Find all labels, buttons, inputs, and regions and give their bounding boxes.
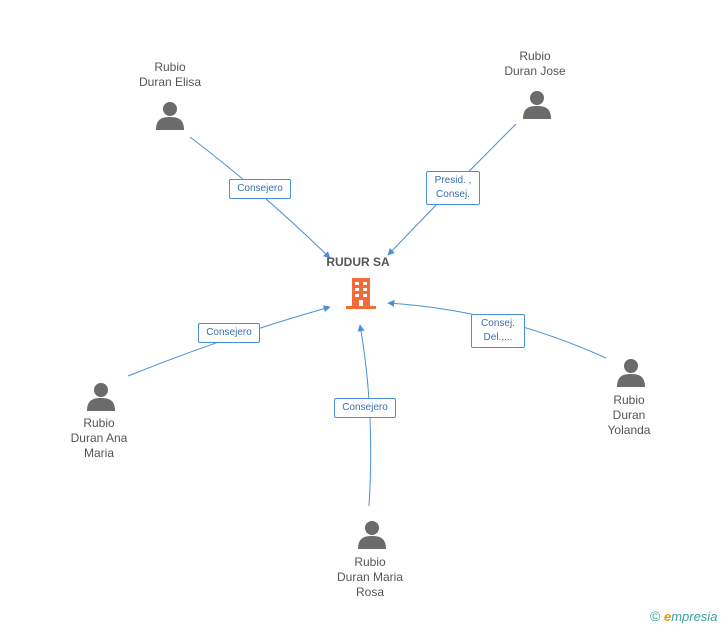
person-name-line: Yolanda	[607, 423, 651, 437]
edge-label-line: Del.,...	[483, 332, 513, 343]
person-name-line: Rubio	[83, 416, 115, 430]
person-name-line: Rubio	[613, 393, 645, 407]
edge-label-yolanda[interactable]: Consej. Del.,...	[471, 314, 525, 348]
person-name-line: Duran Ana	[70, 431, 128, 445]
edge-label-line: Consejero	[342, 402, 388, 413]
edge-label-jose[interactable]: Presid. , Consej.	[426, 171, 480, 205]
edge-label-line: Consejero	[206, 327, 252, 338]
person-name-jose[interactable]: Rubio Duran Jose	[465, 49, 605, 79]
edge-label-line: Presid. ,	[434, 175, 472, 186]
person-name-line: Rosa	[355, 585, 384, 599]
person-icon[interactable]	[155, 100, 185, 130]
person-name-ana[interactable]: Rubio Duran Ana Maria	[29, 416, 169, 461]
brand-name: mpresia	[671, 609, 718, 624]
person-name-line: Rubio	[154, 60, 186, 74]
edge-label-line: Consej.	[481, 318, 515, 329]
person-name-yolanda[interactable]: Rubio Duran Yolanda	[559, 393, 699, 438]
copyright-symbol: ©	[650, 608, 661, 624]
company-name[interactable]: RUDUR SA	[326, 255, 390, 269]
person-icon[interactable]	[522, 89, 552, 119]
person-name-elisa[interactable]: Rubio Duran Elisa	[100, 60, 240, 90]
person-name-line: Rubio	[354, 555, 386, 569]
edge-label-line: Consej.	[436, 189, 470, 200]
person-name-line: Rubio	[519, 49, 551, 63]
person-name-maria-rosa[interactable]: Rubio Duran Maria Rosa	[300, 555, 440, 600]
person-name-line: Duran Elisa	[138, 75, 202, 89]
person-name-line: Duran Jose	[504, 64, 566, 78]
edge-label-line: Consejero	[237, 183, 283, 194]
edge-label-maria-rosa[interactable]: Consejero	[334, 398, 396, 418]
building-icon[interactable]	[344, 276, 378, 310]
person-name-line: Duran Maria	[336, 570, 404, 584]
person-icon[interactable]	[86, 381, 116, 411]
person-name-line: Duran	[612, 408, 646, 422]
empresia-logo: © empresia	[650, 608, 717, 624]
edge-label-elisa[interactable]: Consejero	[229, 179, 291, 199]
brand-initial: e	[663, 609, 672, 624]
person-name-line: Maria	[83, 446, 114, 460]
person-icon[interactable]	[357, 519, 387, 549]
edge-label-ana[interactable]: Consejero	[198, 323, 260, 343]
person-icon[interactable]	[616, 357, 646, 387]
